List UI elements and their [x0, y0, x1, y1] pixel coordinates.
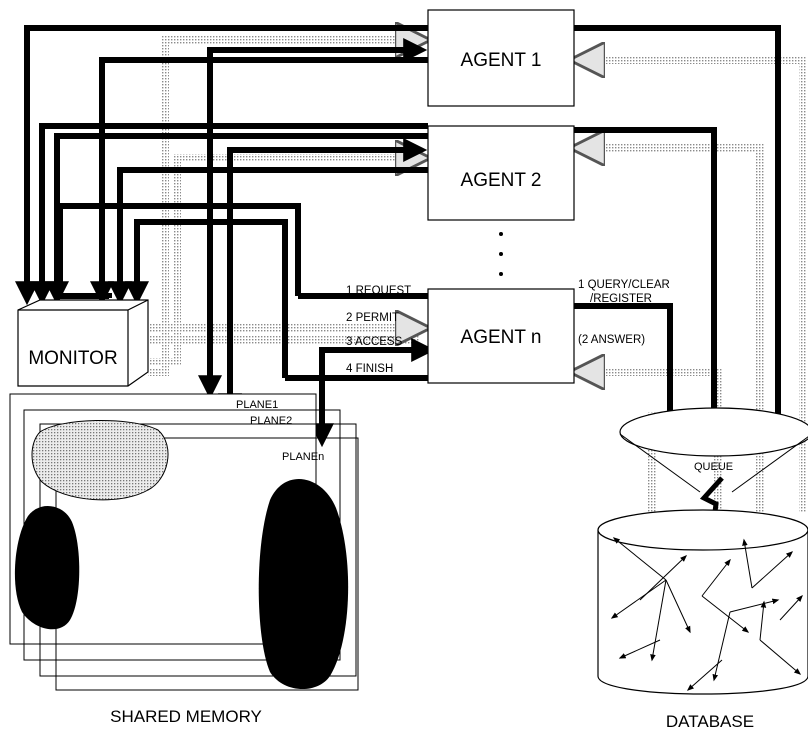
agent-2-label: AGENT 2	[461, 170, 542, 191]
memory-region-right	[259, 479, 348, 689]
agent-1: AGENT 1	[428, 10, 574, 106]
plane-2-label: PLANE2	[250, 415, 292, 427]
access-label: 3 ACCESS	[346, 336, 403, 348]
database	[598, 510, 808, 694]
plane-n-label: PLANEn	[282, 451, 324, 463]
agent-n: AGENT n	[428, 289, 574, 383]
shared-memory-caption: SHARED MEMORY	[110, 707, 262, 726]
shared-memory: PLANE1 PLANE2 PLANEn	[10, 394, 358, 690]
request-label: 1 REQUEST	[346, 285, 411, 297]
memory-region-shaded	[32, 420, 168, 499]
queue-label: QUEUE	[694, 461, 733, 473]
query-label-line2: /REGISTER	[590, 293, 652, 305]
permit-label: 2 PERMIT	[346, 312, 399, 324]
agent-n-label: AGENT n	[461, 327, 542, 348]
query-label-line1: 1 QUERY/CLEAR	[578, 279, 670, 291]
memory-region-left	[15, 506, 79, 629]
agent-queue-arrows	[574, 28, 778, 440]
monitor: MONITOR	[18, 300, 148, 386]
agent-1-label: AGENT 1	[461, 50, 542, 71]
agent-ellipsis	[499, 232, 503, 276]
answer-label: (2 ANSWER)	[578, 334, 645, 346]
plane-1-label: PLANE1	[236, 399, 278, 411]
monitor-label: MONITOR	[28, 348, 117, 369]
agent-2: AGENT 2	[428, 126, 574, 220]
finish-label: 4 FINISH	[346, 363, 393, 375]
database-caption: DATABASE	[666, 712, 754, 731]
